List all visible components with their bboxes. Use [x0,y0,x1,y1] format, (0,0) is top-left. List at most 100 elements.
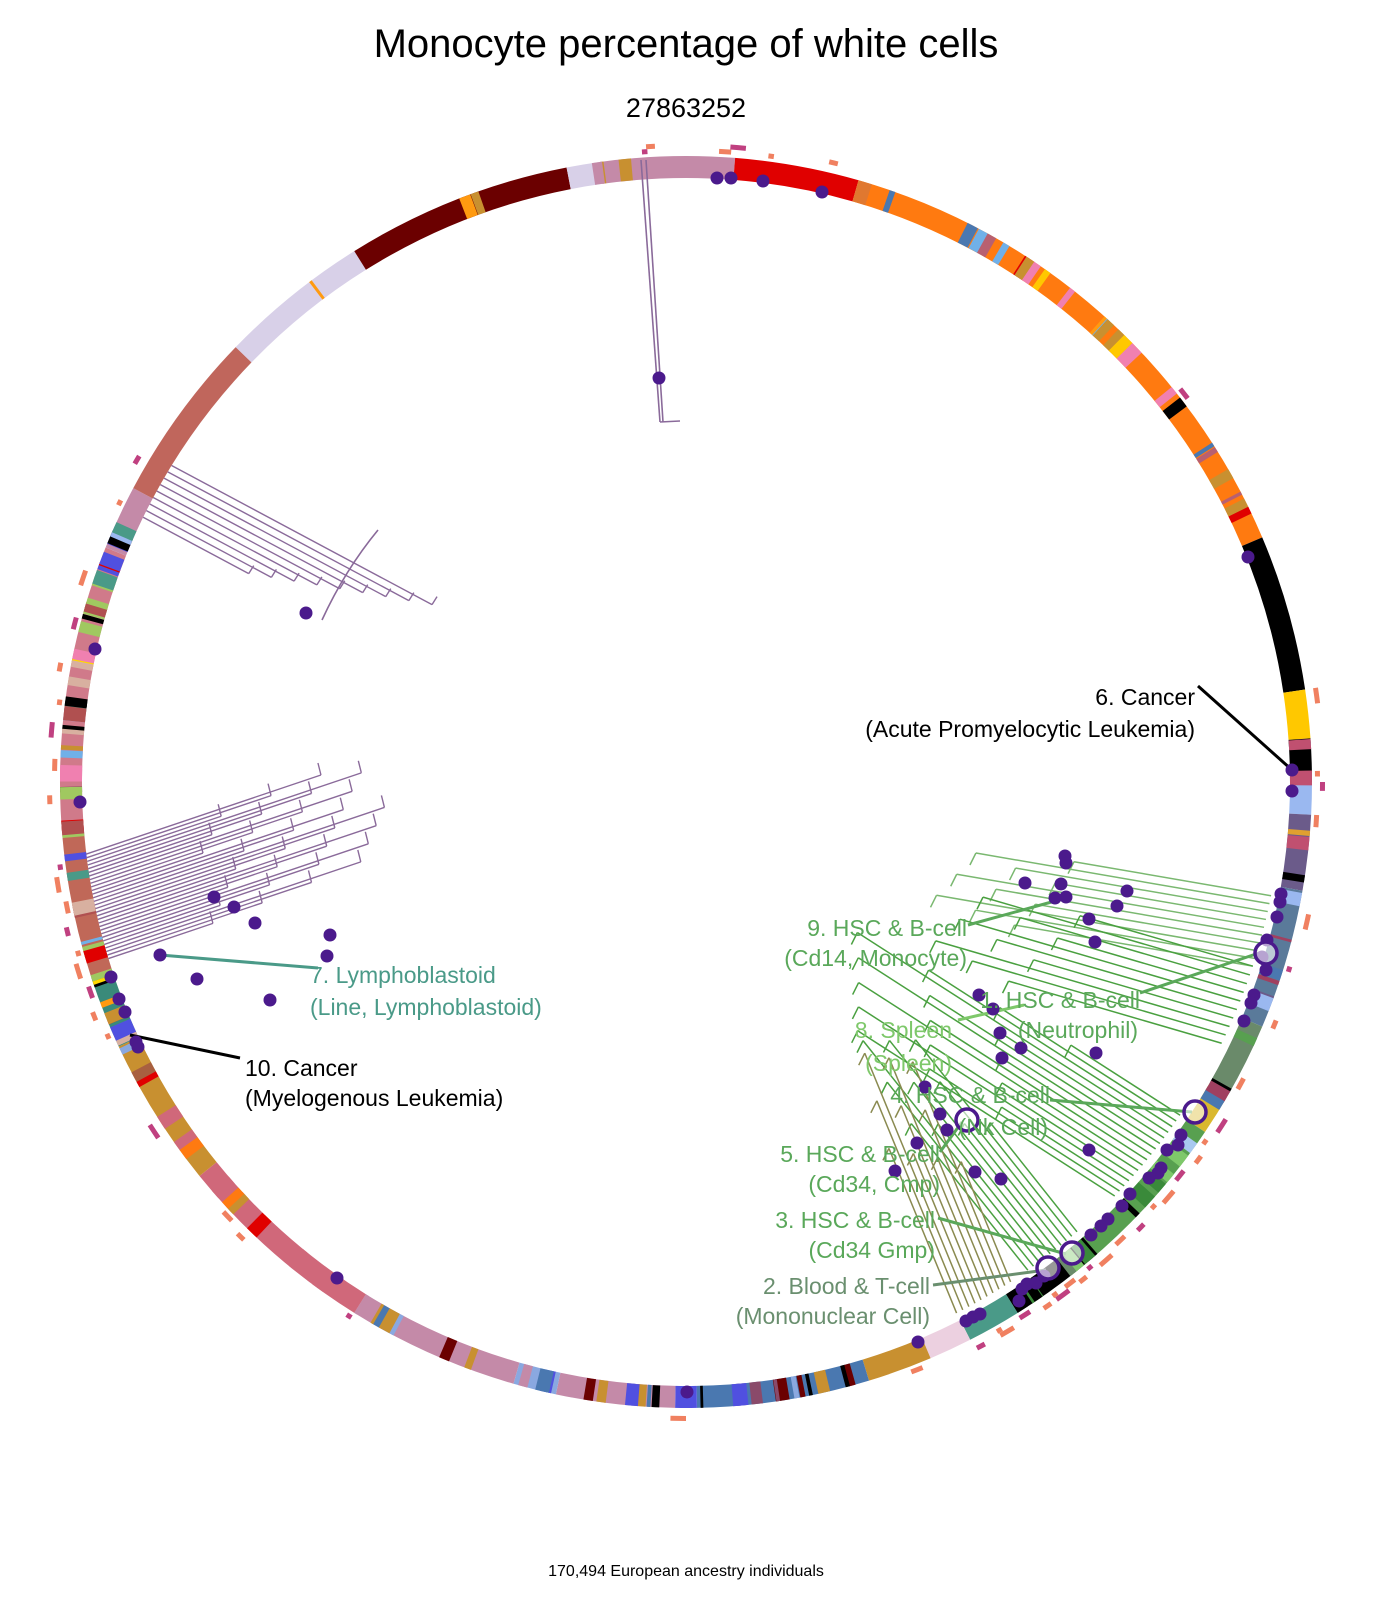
annotation-4-line2: (Nk Cell) [959,1114,1048,1140]
ring-stripe [173,1129,198,1151]
highlighted-snp-ring [1035,1255,1061,1281]
snp-dot [724,171,738,185]
branch-line [171,464,433,606]
branch-line [858,981,1143,1166]
ring-stripe [1108,334,1133,359]
ring-stripe [1019,260,1041,285]
branch-line [86,774,322,855]
snp-dot [73,795,87,809]
ring-stripe [1288,738,1312,751]
branch-line [159,483,364,594]
ring-stripe [583,1377,597,1402]
branch-line [317,762,322,776]
outer-tick [718,148,732,155]
branch-line [364,831,370,844]
ring-stripe [957,222,978,248]
ring-stripe [804,1373,813,1396]
outer-tick [56,662,64,672]
branch-line [894,1105,902,1118]
branch-line [870,1100,878,1114]
branch-line [880,1081,888,1095]
ring-stripe [1103,329,1127,353]
branch-line [910,1123,1029,1271]
ring-stripe [371,1304,391,1328]
snp-dot [1082,912,1096,926]
branch-line [968,909,977,923]
branch-line [209,911,214,924]
ring-stripe [62,833,85,839]
ring-stripe [157,1105,184,1129]
annotation-1-line2: (Neutrophil) [1018,1017,1138,1043]
ring-stripe [1282,871,1306,883]
ring-stripe [92,570,118,591]
leader-line [1197,684,1293,772]
ring-segment [118,1037,217,1176]
snp-dot [1237,1014,1251,1028]
ring-stripe [651,1385,661,1408]
branch-line [87,772,362,866]
branch-line [856,931,1169,1133]
branch-line [954,1161,962,1174]
branch-line [864,1052,970,1307]
snp-dot [680,1385,694,1399]
branch-line [659,420,681,423]
ring-stripe [535,1368,554,1393]
branch-line [882,1057,890,1071]
outer-tick [1178,387,1190,400]
branch-line [380,795,386,808]
ring-stripe [71,898,96,916]
branch-line [912,1153,976,1304]
annotation-9-line2: (Cd14, Monocyte) [784,945,967,971]
snp-dot [986,1002,1000,1016]
ring-stripe [813,1369,831,1394]
outer-tick [1086,1263,1094,1272]
chart-subtitle: 27863252 [625,93,747,123]
branch-line [99,866,278,928]
ring-segment [60,547,126,837]
annotation-10-line2: (Myelogenous Leukemia) [245,1085,503,1111]
branch-line [106,881,312,953]
ring-stripe [246,1212,272,1238]
snp-dot [756,174,770,188]
snp-dot [1018,876,1032,890]
snp-dot [1171,1138,1185,1152]
ring-stripe [646,1384,652,1407]
ring-stripe [518,1363,533,1388]
ring-stripe [992,242,1010,265]
branch-line [101,843,369,935]
ring-stripe [222,1187,248,1212]
ring-stripe [1200,1088,1226,1110]
branch-line [323,834,328,847]
branch-line [265,872,271,886]
branch-line [1035,903,1260,944]
ring-stripe [773,1379,781,1402]
ring-stripe [1287,829,1311,836]
ring-segment [862,1337,931,1381]
branch-line [990,939,998,952]
ring-stripe [700,1385,704,1408]
branch-line [851,1030,859,1044]
branch-line [851,982,860,995]
outer-tick [1215,1117,1228,1134]
branch-line [876,1100,964,1311]
outer-tick [1313,687,1321,704]
annotation-7-line2: (Line, Lymphoblastoid) [310,994,542,1020]
ring-stripe [60,786,83,800]
outer-tick [132,454,142,465]
branch-line [953,918,961,932]
branch-line [315,852,320,865]
branch-line [1020,916,1248,985]
snp-dot [227,900,241,914]
ring-stripe [1162,397,1187,420]
branch-line [989,1122,1078,1233]
ring-stripe [470,191,486,215]
ring-stripe [1269,934,1292,943]
leader-line [159,953,319,970]
ring-stripe [1286,835,1310,851]
ring-stripe [83,945,108,964]
ring-stripe [60,750,83,759]
outer-tick [90,1011,99,1022]
snp-dot [918,1080,932,1094]
snp-dot [888,1164,902,1178]
ring-stripe [228,1193,250,1215]
